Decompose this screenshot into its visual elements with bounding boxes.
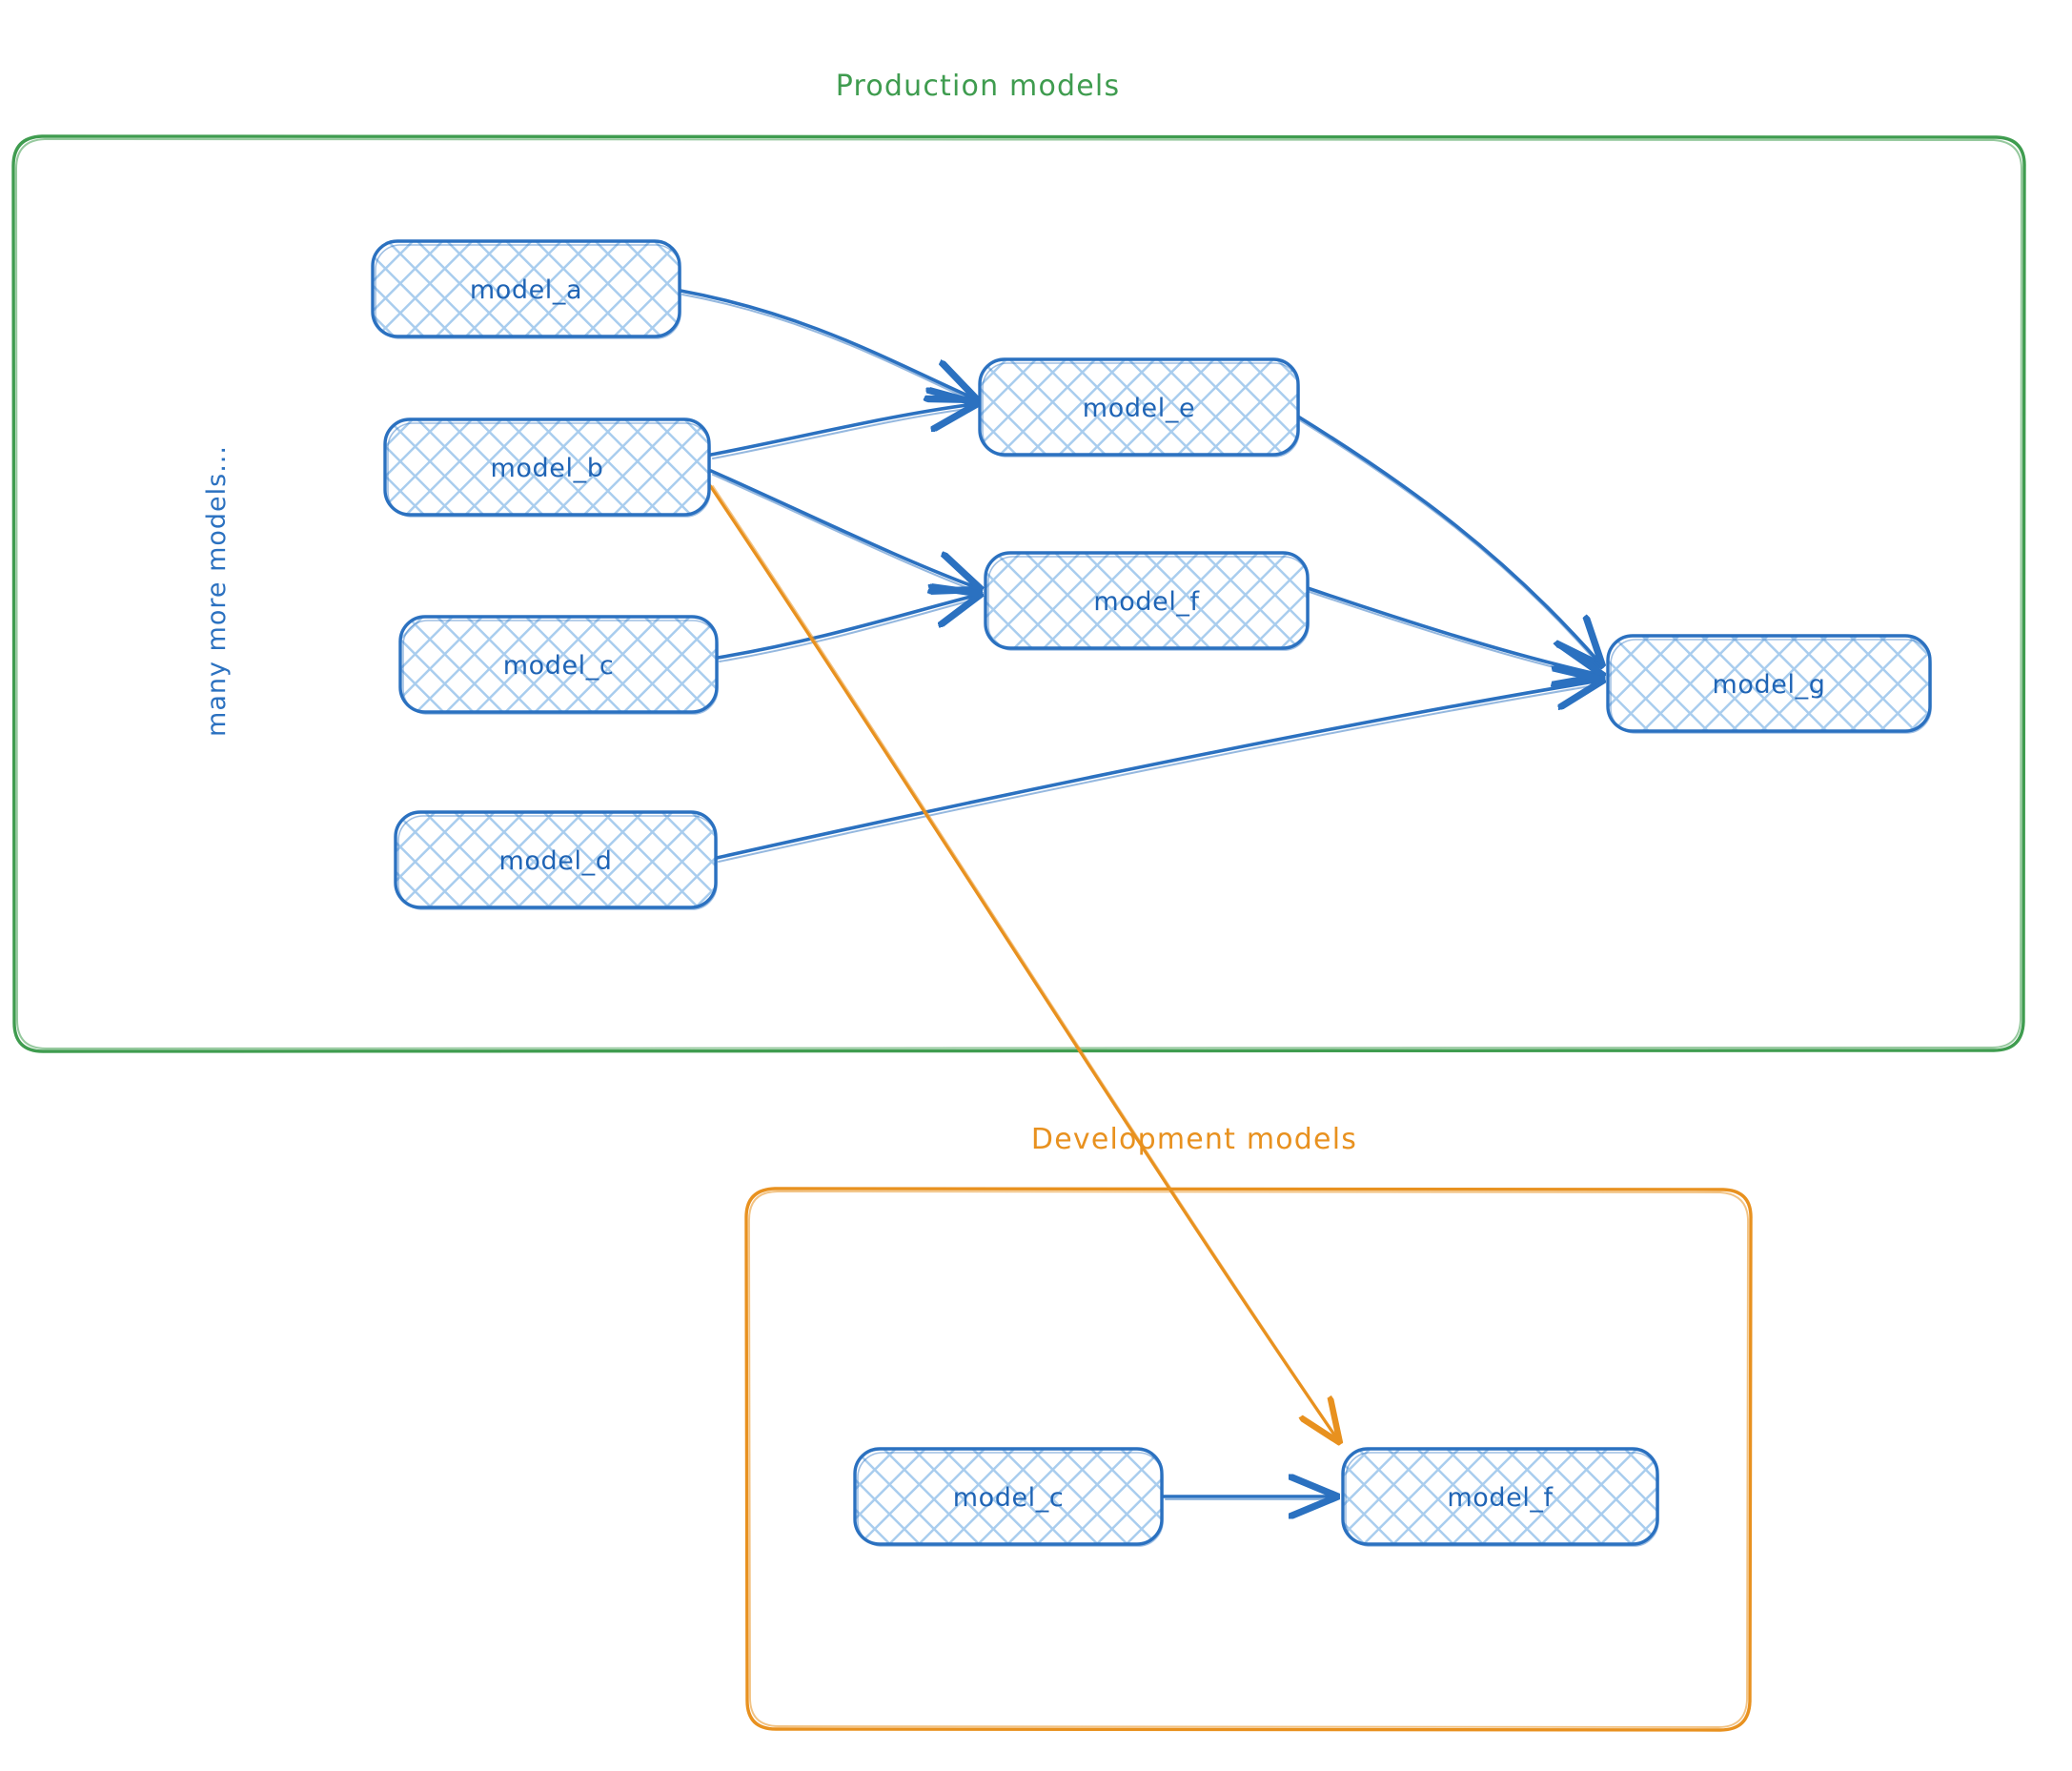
node-prod-model-e[interactable]: model_e [978, 357, 1300, 458]
development-container-border [744, 1187, 1753, 1732]
node-dev-model-c[interactable]: model_c [853, 1447, 1164, 1547]
node-label: model_c [503, 651, 615, 681]
node-box [1606, 634, 1932, 733]
node-label: model_d [499, 846, 613, 876]
node-label: model_c [953, 1483, 1065, 1513]
edge-model-b-to-dev-model-f[interactable] [707, 482, 1341, 1443]
node-box-sketch [857, 1452, 1164, 1547]
node-prod-model-a[interactable]: model_a [371, 239, 681, 339]
edge-model-d-to-model-g[interactable] [715, 681, 1601, 863]
node-label: model_e [1083, 394, 1195, 423]
edge-model-b-to-model-f[interactable] [709, 469, 978, 592]
edge-model-f-to-model-g[interactable] [1306, 586, 1601, 679]
development-group-title: Development models [1031, 1123, 1357, 1156]
node-box [1341, 1447, 1659, 1546]
node-box [371, 239, 681, 338]
node-box-sketch [1345, 1452, 1659, 1547]
node-dev-model-f[interactable]: model_f [1341, 1447, 1659, 1547]
production-group-title: Production models [836, 70, 1121, 103]
group-production[interactable]: Production models [11, 70, 2026, 1053]
node-prod-model-f[interactable]: model_f [984, 551, 1310, 651]
node-box-sketch [982, 362, 1300, 458]
edge-dev-model-c-to-dev-model-f[interactable] [1162, 1496, 1334, 1499]
node-box [398, 615, 719, 714]
production-container-border [11, 134, 2026, 1053]
production-container-border-sketch [15, 138, 2022, 1049]
node-box-sketch [375, 244, 681, 339]
node-label: model_b [491, 454, 604, 483]
node-box-sketch [387, 422, 711, 518]
node-box-sketch [397, 815, 718, 910]
node-prod-model-g[interactable]: model_g [1606, 634, 1932, 734]
node-box [394, 810, 718, 909]
node-label: model_a [470, 275, 582, 305]
development-container-border-sketch [748, 1191, 1749, 1728]
node-prod-model-b[interactable]: model_b [383, 417, 711, 518]
node-box-sketch [402, 620, 719, 715]
node-prod-model-d[interactable]: model_d [394, 810, 718, 910]
node-label: model_g [1713, 670, 1826, 700]
edge-model-e-to-model-g[interactable] [1296, 415, 1601, 667]
nodes-layer: model_a model_b model_c model_d mode [371, 239, 1932, 1547]
edge-model-a-to-model-e[interactable] [679, 289, 974, 401]
edge-model-c-to-model-f[interactable] [716, 595, 978, 662]
node-box [984, 551, 1310, 650]
node-label: model_f [1093, 587, 1200, 617]
node-box [383, 417, 711, 517]
group-development[interactable]: Development models [744, 1123, 1753, 1732]
node-box [853, 1447, 1164, 1546]
edge-model-b-to-model-e[interactable] [709, 404, 974, 459]
node-box [978, 357, 1300, 457]
node-box-sketch [1610, 639, 1932, 734]
node-label: model_f [1447, 1483, 1554, 1513]
node-prod-model-c[interactable]: model_c [398, 615, 719, 715]
node-box-sketch [987, 556, 1310, 651]
edges-layer [679, 289, 1601, 1499]
many-more-models-note: many more models... [202, 445, 232, 737]
